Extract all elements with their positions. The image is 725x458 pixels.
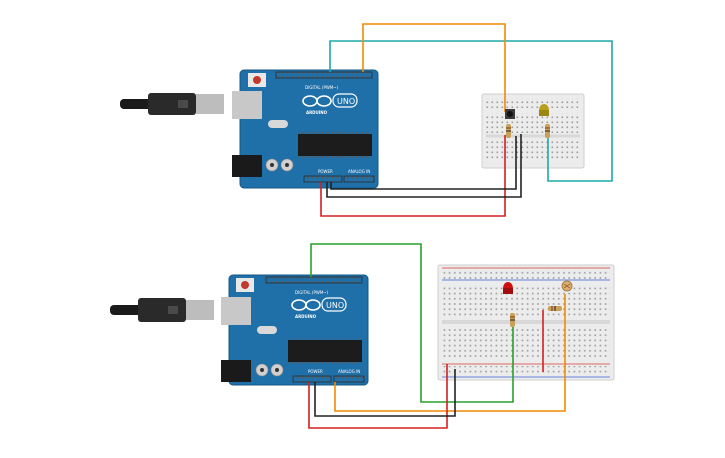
wire-orange[interactable] xyxy=(334,294,566,412)
microcontroller-chip xyxy=(298,134,372,156)
resistor xyxy=(506,124,511,138)
power-jack xyxy=(221,360,251,382)
power-header[interactable] xyxy=(293,376,331,382)
arduino-uno-board-top[interactable]: DIGITAL (PWM~) ARDUINO UNO PO xyxy=(232,69,379,189)
analog-header[interactable] xyxy=(334,376,364,382)
power-header[interactable] xyxy=(304,176,342,182)
photoresistor xyxy=(561,280,573,292)
wire-orange[interactable] xyxy=(362,23,506,112)
analog-label: ANALOG IN xyxy=(338,369,360,374)
usb-cable-bottom[interactable] xyxy=(110,298,214,322)
analog-header[interactable] xyxy=(344,176,374,182)
brand-text: ARDUINO xyxy=(295,314,317,319)
pushbutton[interactable] xyxy=(505,109,515,119)
crystal xyxy=(257,326,277,334)
usb-port xyxy=(221,297,251,325)
breadboard-small[interactable] xyxy=(481,93,585,169)
uno-badge xyxy=(321,297,347,312)
wire-black[interactable] xyxy=(314,369,456,417)
led-red xyxy=(503,282,513,294)
microcontroller-chip xyxy=(288,340,362,362)
arduino-logo-icon: ARDUINO xyxy=(291,299,321,319)
digital-header[interactable] xyxy=(276,72,372,78)
breadboard-full[interactable] xyxy=(437,264,615,381)
uno-text: UNO xyxy=(337,97,355,106)
analog-label: ANALOG IN xyxy=(348,169,370,174)
led-yellow xyxy=(539,104,549,116)
wire-red[interactable] xyxy=(320,135,506,217)
usb-port xyxy=(232,91,262,119)
wire-black[interactable] xyxy=(330,136,517,190)
resistor xyxy=(548,306,562,311)
bottom-circuit: DIGITAL (PWM~) ARDUINO UNO POWER ANALOG … xyxy=(110,243,615,429)
digital-header-label: DIGITAL (PWM~) xyxy=(295,290,329,295)
wire-red[interactable] xyxy=(308,364,448,429)
uno-text: UNO xyxy=(326,301,344,310)
arduino-logo-icon: ARDUINO xyxy=(302,95,332,115)
digital-header-label: DIGITAL (PWM~) xyxy=(305,85,339,90)
power-label: POWER xyxy=(318,169,333,174)
wire-teal[interactable] xyxy=(329,40,613,182)
usb-cable-top[interactable] xyxy=(120,93,224,115)
wire-black[interactable] xyxy=(326,134,522,198)
resistor xyxy=(545,124,550,138)
arduino-uno-board-bottom[interactable]: DIGITAL (PWM~) ARDUINO UNO POWER ANALOG … xyxy=(221,274,369,386)
digital-header[interactable] xyxy=(266,277,362,283)
power-label: POWER xyxy=(308,369,323,374)
uno-badge xyxy=(332,93,358,108)
top-circuit: DIGITAL (PWM~) ARDUINO UNO PO xyxy=(120,23,613,217)
resistor xyxy=(510,313,515,327)
power-jack xyxy=(232,155,262,177)
brand-text: ARDUINO xyxy=(306,110,328,115)
wire-green[interactable] xyxy=(310,243,514,403)
crystal xyxy=(268,120,288,128)
